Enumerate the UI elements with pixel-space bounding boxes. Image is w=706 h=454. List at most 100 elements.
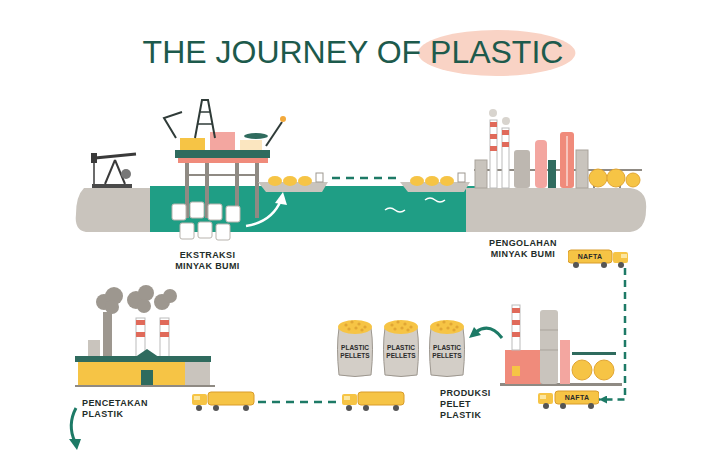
truck-part: [196, 405, 202, 411]
refinery-part: [502, 130, 509, 135]
oil-rig-part: [164, 112, 182, 138]
down-arrow: [69, 408, 81, 450]
refinery: [474, 109, 642, 188]
oil-rig-part: [244, 133, 268, 139]
stage-label: PENCETAKAN PLASTIK: [82, 398, 157, 420]
pellet: [347, 327, 350, 330]
pellet: [396, 320, 399, 323]
truck-part: [344, 396, 350, 400]
oil-rig-part: [266, 122, 282, 146]
molding-factory-part: [136, 332, 145, 337]
molding-factory-part: [138, 285, 154, 301]
crude-oil-barrels-part: [208, 204, 222, 220]
oil-rig-part: [175, 150, 270, 158]
flow-arrow-part: [476, 328, 502, 338]
tanker-truck: NAFTA: [568, 249, 629, 268]
refinery-part: [502, 128, 509, 188]
molding-factory-part: [75, 385, 215, 387]
oil-rig-part: [280, 116, 286, 122]
crude-oil-barrels-part: [190, 202, 204, 218]
pellet: [400, 326, 403, 329]
pellet: [363, 325, 366, 328]
oil-rig-part: [178, 158, 268, 163]
tanker-ship-part: [298, 176, 312, 186]
bag-sack: [338, 328, 373, 377]
refinery-part: [490, 134, 497, 139]
pellet-plant-part: [512, 305, 520, 350]
truck-part: [243, 405, 249, 411]
pellet-plant-part: [505, 350, 541, 384]
pellet: [357, 322, 360, 325]
molding-factory-part: [160, 332, 169, 337]
tanker-ship-part: [410, 176, 424, 186]
pellet-plant: [500, 305, 622, 386]
sea-part: [385, 208, 405, 212]
sea-part: [425, 198, 445, 202]
tanker-ship-part: [425, 176, 439, 186]
pellet: [393, 327, 396, 330]
tanker-ship: [400, 173, 470, 192]
refinery-part: [475, 160, 487, 188]
right-land-part: [466, 188, 646, 232]
pellet-plant-part: [512, 332, 520, 337]
refinery-part: [567, 136, 568, 186]
tanker-ship-part: [268, 176, 282, 186]
curved-arrow-part: [246, 200, 281, 226]
molding-factory-part: [185, 362, 210, 386]
oil-rig: [164, 100, 286, 218]
truck-wheel: [560, 403, 566, 409]
pellet: [409, 325, 412, 328]
bag-sack: [430, 328, 465, 377]
pellet: [439, 327, 442, 330]
pellet: [446, 326, 449, 329]
diagram-title: THE JOURNEY OF PLASTIC: [0, 34, 706, 70]
refinery-part: [589, 169, 607, 187]
pellet-plant-part: [572, 352, 616, 355]
molding-factory-part: [160, 320, 169, 325]
pump-jack-part: [92, 184, 132, 188]
flow-arrow-part: [469, 327, 481, 338]
cargo-label: NAFTA: [565, 393, 590, 403]
bag-label: PLASTIC PELLETS: [337, 344, 373, 360]
bag-sack: [384, 328, 419, 377]
refinery-part: [489, 109, 497, 117]
oil-rig-part: [240, 140, 262, 150]
truck-part: [208, 392, 254, 405]
pellet: [350, 320, 353, 323]
truck-wheel: [618, 262, 624, 268]
tanker-ship-part: [440, 176, 454, 186]
pellet-bag: PLASTIC PELLETS: [426, 316, 468, 378]
stage-label: EKSTRAKSI MINYAK BUMI: [165, 250, 250, 272]
refinery-part: [490, 120, 497, 188]
pellet: [403, 322, 406, 325]
oil-rig-part: [200, 111, 210, 113]
pellet: [344, 323, 347, 326]
truck-wheel: [543, 403, 549, 409]
pellet-plant-part: [572, 360, 592, 380]
pump-jack-part: [95, 154, 136, 158]
down-arrow-part: [69, 439, 81, 450]
crude-oil-barrels-part: [216, 224, 230, 240]
tanker-truck: NAFTA: [538, 390, 599, 409]
truck-wheel: [573, 262, 579, 268]
crude-oil-barrels-part: [172, 204, 186, 220]
truck-cab: [538, 393, 553, 404]
truck-wheel: [588, 403, 594, 409]
flow-connector: [599, 268, 625, 400]
refinery-part: [514, 150, 530, 188]
shipping-route: [332, 178, 398, 179]
refinery-part: [626, 173, 640, 187]
tanker-ship-part: [316, 173, 323, 182]
refinery-part: [607, 169, 625, 187]
molding-factory-part: [136, 320, 145, 325]
crude-oil-barrels: [172, 202, 240, 240]
truck-window: [621, 254, 627, 258]
refinery-part: [576, 150, 588, 188]
truck-part: [192, 394, 207, 405]
pellet-plant-part: [540, 350, 558, 351]
oil-rig-part: [180, 138, 205, 150]
truck-part: [213, 405, 219, 411]
refinery-part: [490, 146, 497, 151]
refinery-part: [548, 160, 556, 188]
